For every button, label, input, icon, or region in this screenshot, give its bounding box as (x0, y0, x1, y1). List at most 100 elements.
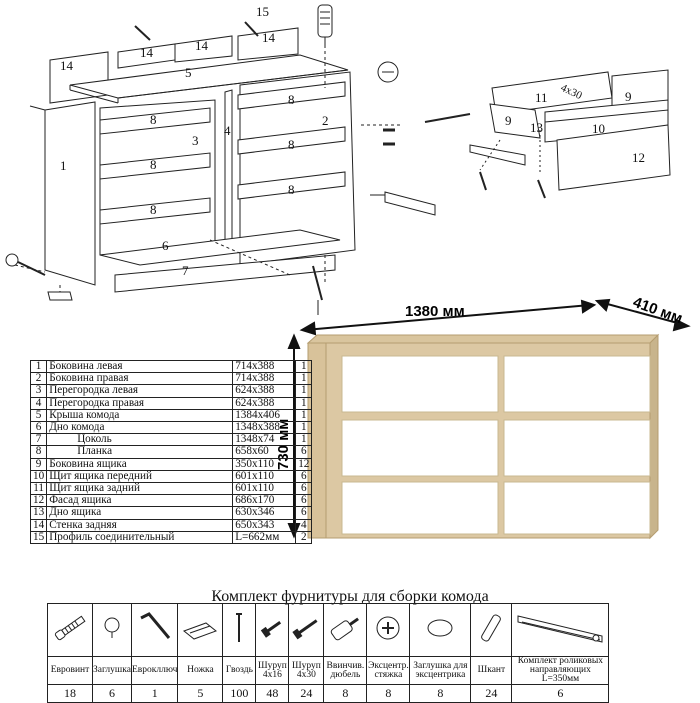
label-13: 13 (530, 120, 543, 135)
part-size: 1348x388 (232, 421, 297, 435)
part-name: Цоколь (46, 433, 234, 447)
part-size: 1348x74 (232, 433, 297, 447)
part-qty: 6 (295, 445, 313, 459)
part-size: 714x388 (232, 372, 297, 386)
part-size: 658x60 (232, 445, 297, 459)
hardware-name: Ввинчив. дюбель (323, 656, 368, 685)
hardware-name: Комплект роликовых направляющих L=350мм (511, 656, 610, 685)
part-qty: 1 (295, 396, 313, 410)
label-4: 4 (224, 123, 231, 138)
part-name: Планка (46, 445, 234, 459)
part-qty: 4 (295, 518, 313, 532)
part-size: L=662мм (232, 530, 297, 545)
label-8-a: 8 (150, 112, 157, 127)
screw-short-icon (255, 603, 290, 657)
part-name: Щит ящика задний (46, 482, 234, 496)
part-name: Фасад ящика (46, 494, 234, 508)
cap-icon (92, 603, 132, 657)
part-n: 7 (29, 433, 48, 447)
part-name: Стенка задняя (46, 518, 234, 532)
hardware-name: Ножка (177, 656, 224, 685)
part-n: 3 (29, 384, 48, 398)
label-8-b: 8 (150, 157, 157, 172)
part-n: 9 (29, 457, 48, 471)
label-14-c: 14 (195, 38, 209, 53)
label-9-b: 9 (505, 113, 512, 128)
drawer-slide-icon (511, 603, 610, 657)
part-qty: 6 (295, 469, 313, 484)
part-size: 1384x406 (232, 408, 297, 423)
label-8-d: 8 (288, 92, 295, 107)
part-qty: 6 (295, 506, 313, 520)
drawer-side-9-left (489, 103, 541, 139)
label-7: 7 (182, 263, 189, 278)
bottom-panel-6 (99, 229, 341, 266)
part-size: 601x110 (232, 469, 297, 484)
label-12: 12 (632, 150, 645, 165)
part-n: 15 (29, 530, 48, 545)
label-6: 6 (162, 238, 169, 253)
part-n: 4 (29, 396, 48, 410)
back-panel-14-c (174, 35, 233, 63)
part-name: Щит ящика передний (46, 469, 234, 484)
part-qty: 6 (295, 494, 313, 508)
part-size: 601x110 (232, 482, 297, 496)
eurovint-icon (47, 603, 93, 657)
hardware-name: Гвоздь (222, 656, 257, 685)
part-qty: 1 (295, 433, 313, 447)
hardware-name: Шкант (470, 656, 513, 685)
label-9-a: 9 (625, 89, 632, 104)
part-size: 714x388 (232, 359, 297, 374)
part-n: 6 (29, 421, 48, 435)
part-name: Дно комода (46, 421, 234, 435)
label-3: 3 (192, 133, 199, 148)
part-n: 12 (29, 494, 48, 508)
part-name: Дно ящика (46, 506, 234, 520)
part-n: 5 (29, 408, 48, 423)
part-n: 2 (29, 372, 48, 386)
label-10: 10 (592, 121, 605, 136)
part-size: 624x388 (232, 396, 297, 410)
plinth-7 (114, 254, 336, 293)
dowel-screw-icon (323, 603, 368, 657)
label-8-f: 8 (288, 182, 295, 197)
part-n: 1 (29, 359, 48, 374)
side-panel-1 (44, 101, 96, 286)
side-panel-2 (239, 71, 356, 266)
part-name: Перегородка правая (46, 396, 234, 410)
hardware-name: Эксцентр. стяжка (366, 656, 411, 685)
part-qty: 1 (295, 359, 313, 374)
part-size: 650x343 (232, 518, 297, 532)
hardware-name: Евровинт (47, 656, 93, 685)
part-name: Боковина правая (46, 372, 234, 386)
hardware-qty: 100 (222, 684, 257, 703)
cam-lock-icon (366, 603, 411, 657)
nail-icon (222, 603, 257, 657)
part-qty: 1 (295, 372, 313, 386)
dimension-width: 1380 мм (405, 303, 465, 320)
part-name: Крыша комода (46, 408, 234, 423)
dimension-depth: 410 мм (631, 294, 685, 328)
wood-dowel-icon (470, 603, 513, 657)
label-8-c: 8 (150, 202, 157, 217)
part-qty: 12 (295, 457, 313, 471)
label-15: 15 (256, 4, 269, 19)
leg-icon (177, 603, 224, 657)
hardware-name: Заглушка (92, 656, 132, 685)
label-14-d: 14 (262, 30, 276, 45)
label-2: 2 (322, 113, 329, 128)
cam-cap-icon (409, 603, 472, 657)
